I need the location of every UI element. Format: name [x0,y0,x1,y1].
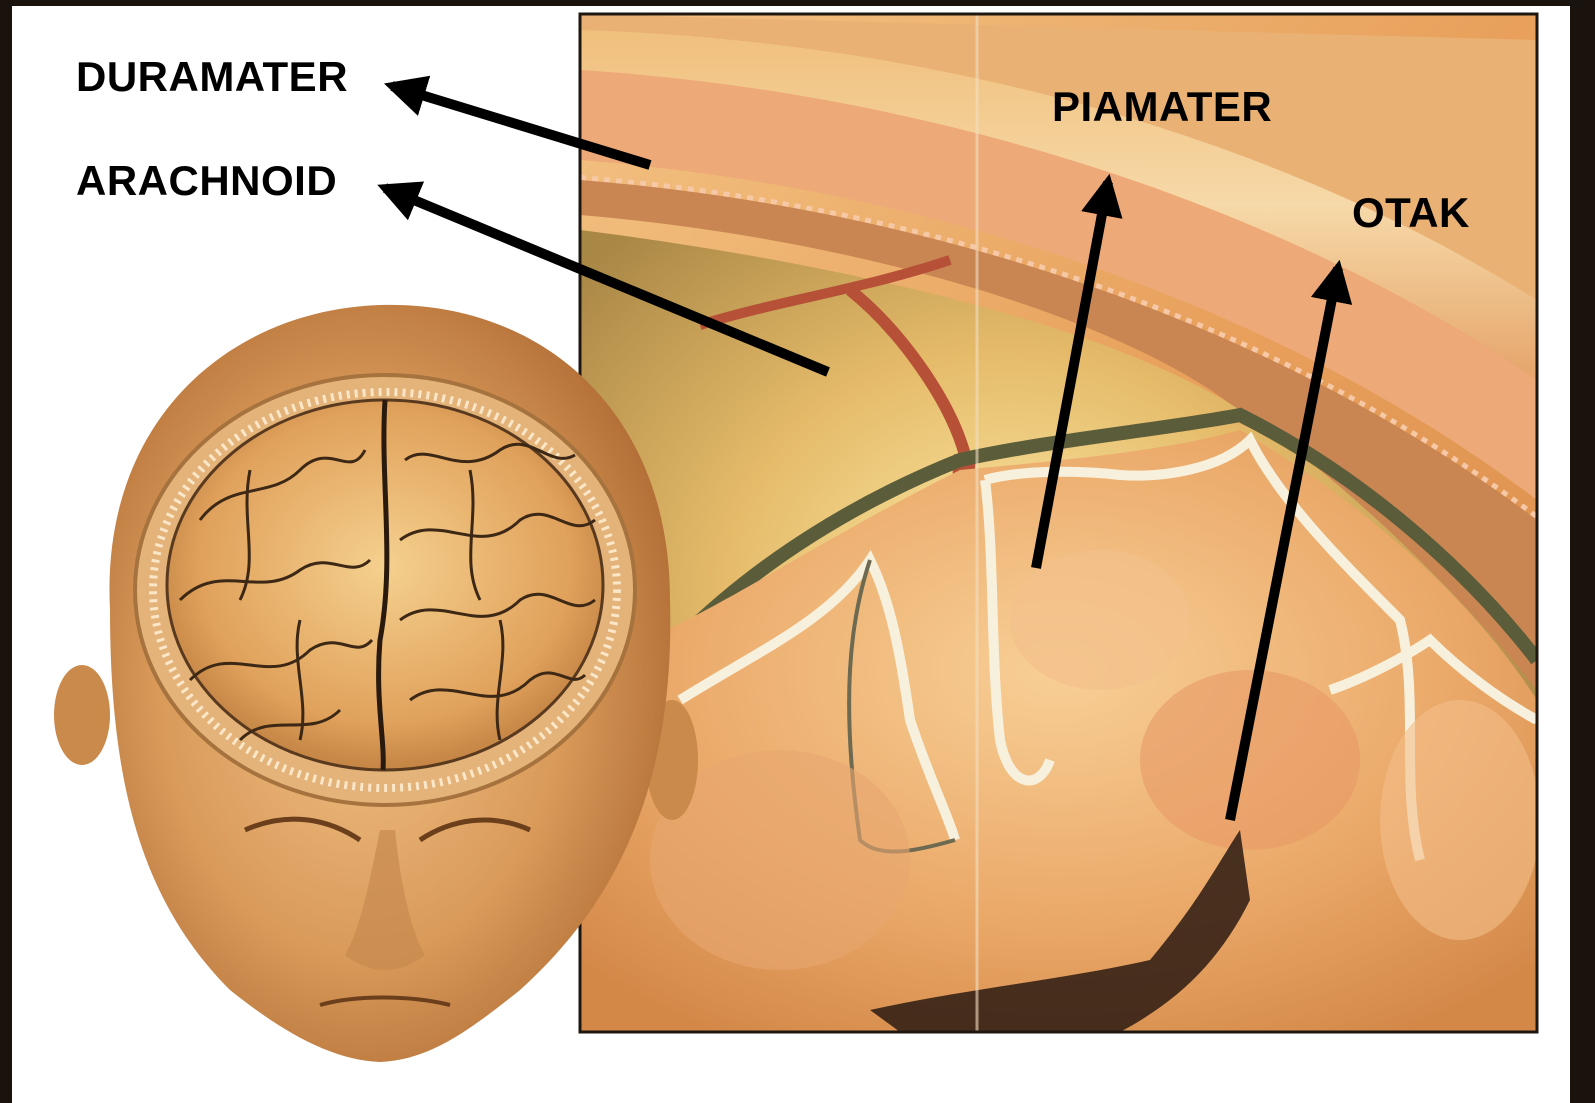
cross-section-panel [580,14,1540,1032]
left-dark-edge [0,0,12,1103]
left-ear [54,665,110,765]
label-arachnoid: ARACHNOID [76,160,337,202]
right-dark-edge [1570,0,1595,1103]
label-duramater: DURAMATER [76,56,348,98]
gyrus [1380,700,1540,940]
label-piamater: PIAMATER [1052,86,1272,128]
top-dark-edge [0,0,1595,6]
label-otak: OTAK [1352,192,1470,234]
gyrus [1010,550,1190,690]
